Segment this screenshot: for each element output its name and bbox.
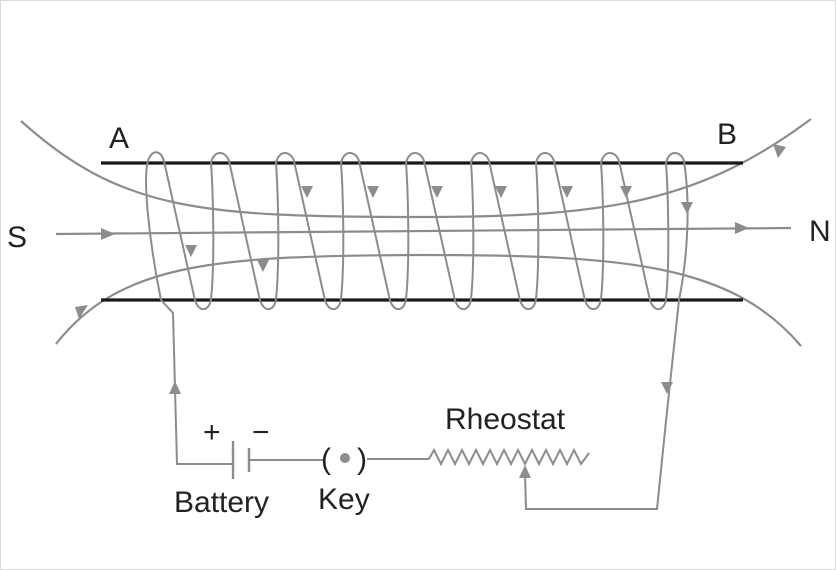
battery-minus-sign: − — [252, 416, 270, 449]
wire-left — [160, 299, 233, 465]
coil-arrow — [301, 186, 313, 198]
coil-arrow — [431, 186, 443, 198]
field-line-top — [20, 118, 812, 219]
rheostat-label: Rheostat — [445, 403, 566, 436]
coil-arrow — [185, 245, 197, 257]
coil-arrow — [681, 202, 693, 214]
field-arrow-bottom-left — [75, 305, 88, 319]
solenoid-tube — [101, 161, 743, 302]
key-contact-dot — [340, 453, 350, 463]
field-arrow-top-right — [773, 144, 786, 158]
pole-label-n: N — [809, 215, 831, 248]
field-arrow-axis-left — [101, 228, 115, 240]
battery-label: Battery — [174, 486, 269, 519]
coil-arrow — [561, 186, 573, 198]
field-line-axis — [55, 226, 792, 236]
current-arrow-up — [169, 381, 181, 394]
coil-arrow — [257, 260, 269, 272]
solenoid-coil — [145, 151, 693, 311]
current-arrow-down — [661, 382, 673, 394]
key-bracket-right: ) — [357, 443, 367, 476]
end-label-a: A — [109, 122, 129, 155]
key-bracket-left: ( — [321, 443, 331, 476]
end-label-b: B — [717, 118, 737, 151]
coil-arrow — [367, 186, 379, 198]
rheostat-slider-arrow — [519, 465, 531, 478]
rheostat-resistor — [428, 447, 590, 467]
circuit — [160, 299, 680, 510]
battery-plus-sign: + — [203, 416, 221, 449]
field-line-bottom — [55, 253, 802, 347]
field-arrow-axis-right — [735, 222, 749, 234]
coil-arrow — [495, 186, 507, 198]
wire-right — [524, 299, 680, 510]
coil-turn — [145, 151, 689, 311]
key-label: Key — [318, 483, 370, 516]
coil-arrow — [620, 186, 632, 198]
pole-label-s: S — [7, 221, 27, 254]
